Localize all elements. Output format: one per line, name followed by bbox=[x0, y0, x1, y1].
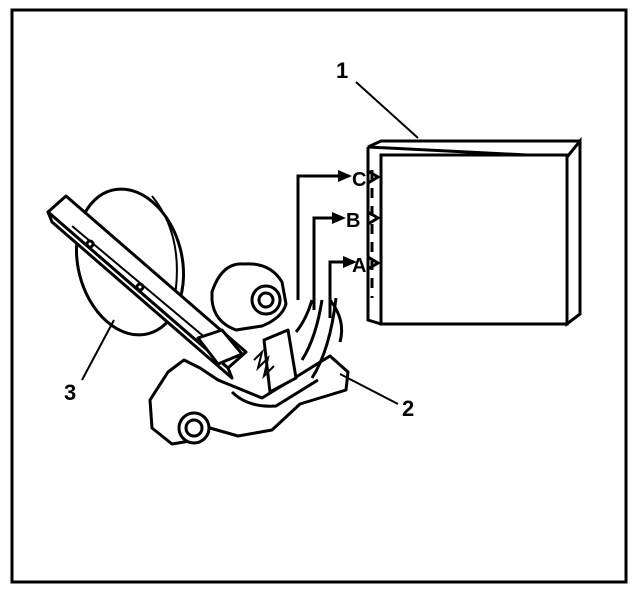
wire-a bbox=[328, 260, 346, 318]
pedal-arm bbox=[46, 194, 248, 380]
terminal-c-label: C bbox=[352, 169, 366, 191]
terminal-a-label: A bbox=[352, 255, 366, 277]
switch-bracket bbox=[148, 262, 350, 446]
leader-lines bbox=[81, 81, 419, 405]
leader-1 bbox=[355, 81, 419, 139]
pin-c-chevron bbox=[367, 169, 381, 185]
pin-b-chevron bbox=[367, 210, 381, 226]
arrow-b bbox=[332, 212, 346, 224]
wire-b bbox=[312, 216, 334, 310]
connector-pins bbox=[367, 169, 381, 271]
pin-a-chevron bbox=[367, 255, 381, 271]
leader-2 bbox=[339, 373, 399, 405]
terminal-b-label: B bbox=[346, 210, 360, 232]
callout-3: 3 bbox=[64, 380, 76, 405]
wire-arrowheads bbox=[332, 170, 357, 268]
callout-2: 2 bbox=[402, 396, 414, 421]
arrow-c bbox=[338, 170, 352, 182]
callout-1: 1 bbox=[336, 58, 348, 83]
arrow-a bbox=[343, 256, 357, 268]
contact-spark bbox=[253, 348, 275, 380]
leader-3 bbox=[81, 319, 115, 381]
module-box bbox=[366, 136, 582, 328]
diagram-frame bbox=[10, 8, 628, 584]
wire-c bbox=[296, 174, 340, 300]
wiring bbox=[296, 174, 346, 318]
